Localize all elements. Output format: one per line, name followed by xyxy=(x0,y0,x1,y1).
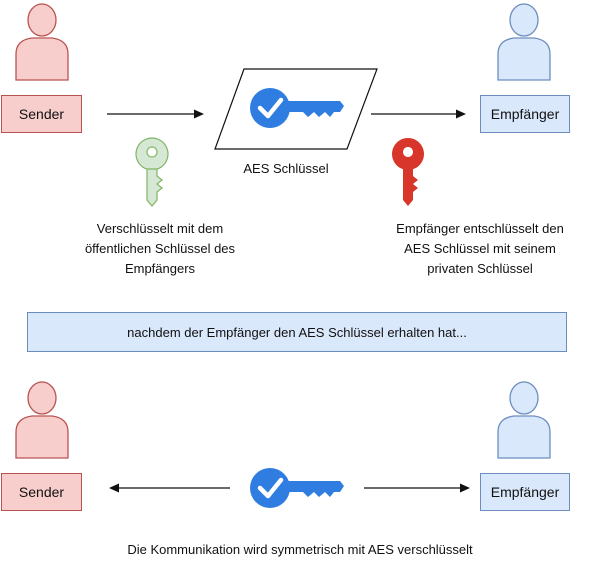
encrypt-note-line-3: Empfängers xyxy=(124,261,196,276)
decrypt-note-line-3: privaten Schlüssel xyxy=(427,261,533,276)
encrypt-note-line-2: öffentlichen Schlüssel des xyxy=(84,241,236,256)
banner: nachdem der Empfänger den AES Schlüssel … xyxy=(27,312,567,352)
sender-box-bottom: Sender xyxy=(1,473,82,511)
receiver-box: Empfänger xyxy=(480,95,570,133)
sender-person-icon-bottom xyxy=(15,381,69,459)
aes-key-icon xyxy=(250,88,344,128)
aes-key-label: AES Schlüssel xyxy=(243,161,329,176)
encrypt-note: Verschlüsselt mit dem öffentlichen Schlü… xyxy=(50,219,270,279)
private-key-icon xyxy=(391,138,424,206)
receiver-label-bottom: Empfänger xyxy=(490,484,560,500)
sender-person-icon xyxy=(15,3,69,81)
sender-label-bottom: Sender xyxy=(18,484,65,500)
receiver-label: Empfänger xyxy=(490,106,560,122)
receiver-person-icon xyxy=(497,3,551,81)
public-key-icon xyxy=(135,137,169,207)
banner-text: nachdem der Empfänger den AES Schlüssel … xyxy=(127,324,467,340)
encrypt-note-line-1: Verschlüsselt mit dem xyxy=(96,221,224,236)
receiver-box-bottom: Empfänger xyxy=(480,473,570,511)
decrypt-note-line-2: AES Schlüssel mit seinem xyxy=(404,241,556,256)
bottom-caption: Die Kommunikation wird symmetrisch mit A… xyxy=(127,542,473,557)
sender-label: Sender xyxy=(18,106,65,122)
sender-box: Sender xyxy=(1,95,82,133)
decrypt-note-line-1: Empfänger entschlüsselt den xyxy=(396,221,564,236)
receiver-person-icon-bottom xyxy=(497,381,551,459)
decrypt-note: Empfänger entschlüsselt den AES Schlüsse… xyxy=(360,219,600,279)
aes-key-icon-bottom xyxy=(250,468,344,508)
